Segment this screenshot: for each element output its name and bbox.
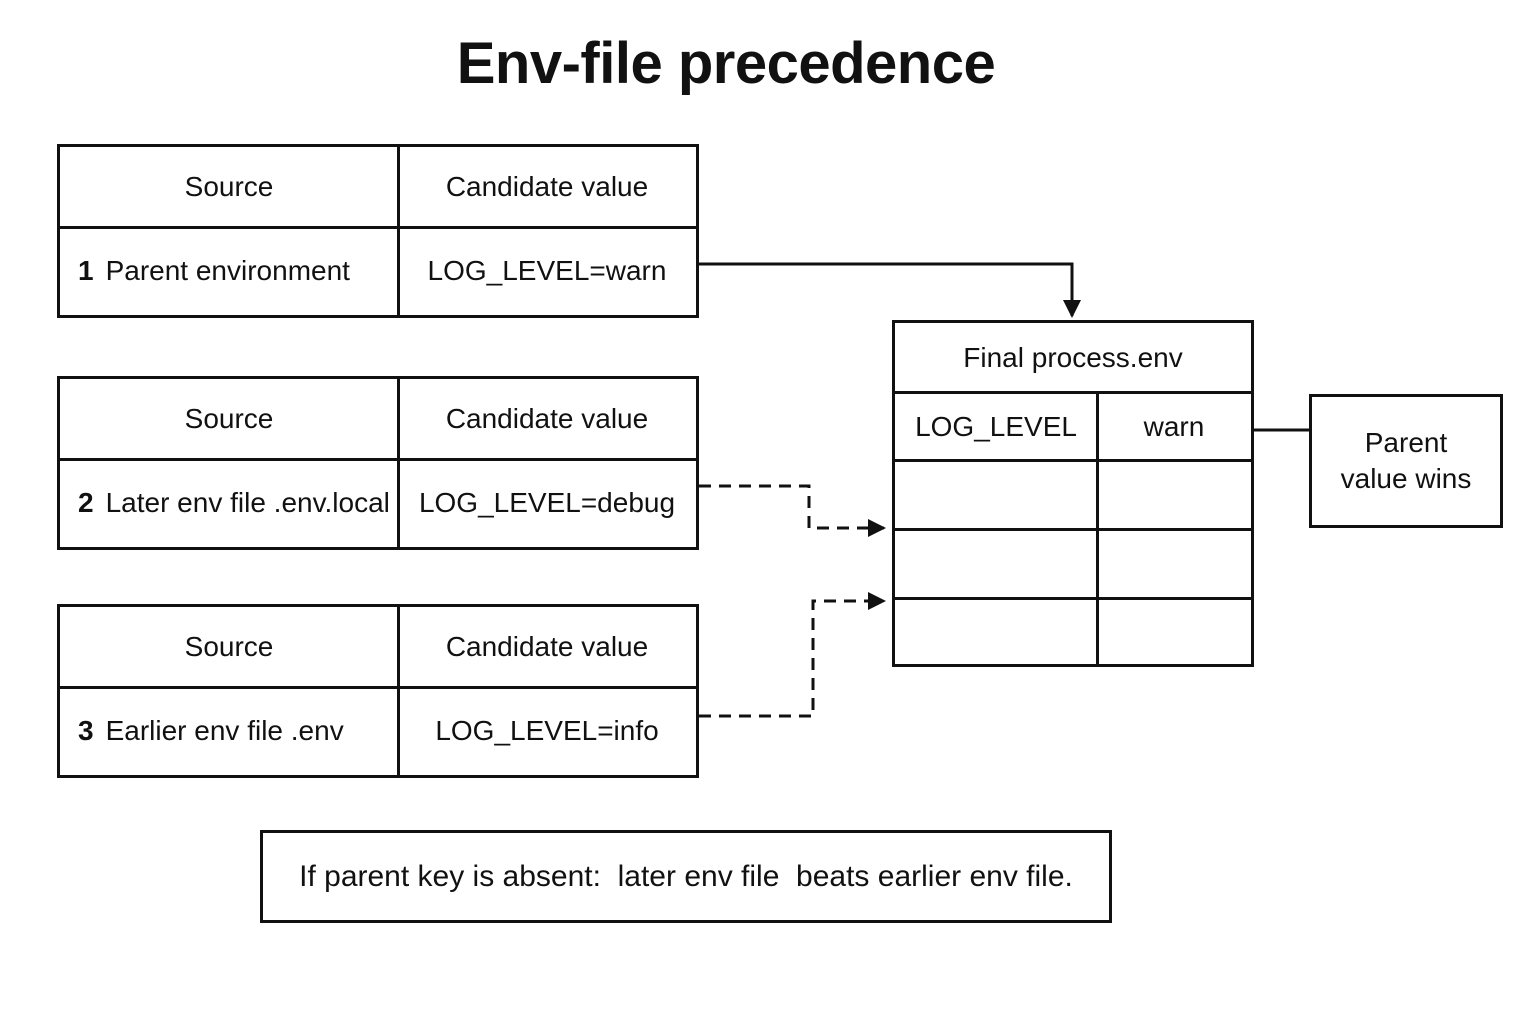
row-divider [895,459,1251,462]
column-divider [397,147,400,315]
source-table-parent: Source Candidate value 1 Parent environm… [57,144,699,318]
source-name: Parent environment [105,255,350,286]
final-key: LOG_LEVEL [915,410,1077,442]
parent-value-wins-label: Parent value wins [1340,427,1472,494]
final-table-title: Final process.env [963,341,1183,373]
parent-to-final-arrow [699,262,1081,318]
candidate-value: LOG_LEVEL=debug [418,487,676,518]
parent-value-wins-box: Parent value wins [1309,394,1503,528]
earlier-env-to-final-arrow [699,592,886,718]
column-divider [1096,391,1099,664]
source-table-earlier-env: Source Candidate value 3 Earlier env fil… [57,604,699,778]
row-divider [60,458,696,461]
header-source: Source [184,403,274,434]
row-divider [895,528,1251,531]
header-candidate-value: Candidate value [445,403,649,434]
source-number: 1 [78,255,94,286]
page-title: Env-file precedence [456,31,996,96]
final-process-env-table: Final process.env LOG_LEVEL warn [892,320,1254,667]
row-divider [895,391,1251,394]
source-label: 2 Later env file .env.local [60,459,398,547]
column-divider [397,379,400,547]
header-source: Source [184,631,274,662]
footer-note-text: If parent key is absent: later env file … [299,859,1073,893]
later-env-to-final-arrow [699,484,886,537]
source-number: 3 [78,715,94,746]
row-divider [60,686,696,689]
row-divider [895,597,1251,600]
source-name: Later env file .env.local [105,487,390,518]
source-table-later-env: Source Candidate value 2 Later env file … [57,376,699,550]
column-divider [397,607,400,775]
candidate-value: LOG_LEVEL=info [435,715,659,746]
row-divider [60,226,696,229]
header-candidate-value: Candidate value [445,171,649,202]
header-candidate-value: Candidate value [445,631,649,662]
footer-note-box: If parent key is absent: later env file … [260,830,1112,923]
final-value: warn [1143,410,1205,442]
source-label: 3 Earlier env file .env [60,687,398,775]
candidate-value: LOG_LEVEL=warn [427,255,667,286]
source-number: 2 [78,487,94,518]
header-source: Source [184,171,274,202]
source-label: 1 Parent environment [60,227,398,315]
source-name: Earlier env file .env [105,715,344,746]
